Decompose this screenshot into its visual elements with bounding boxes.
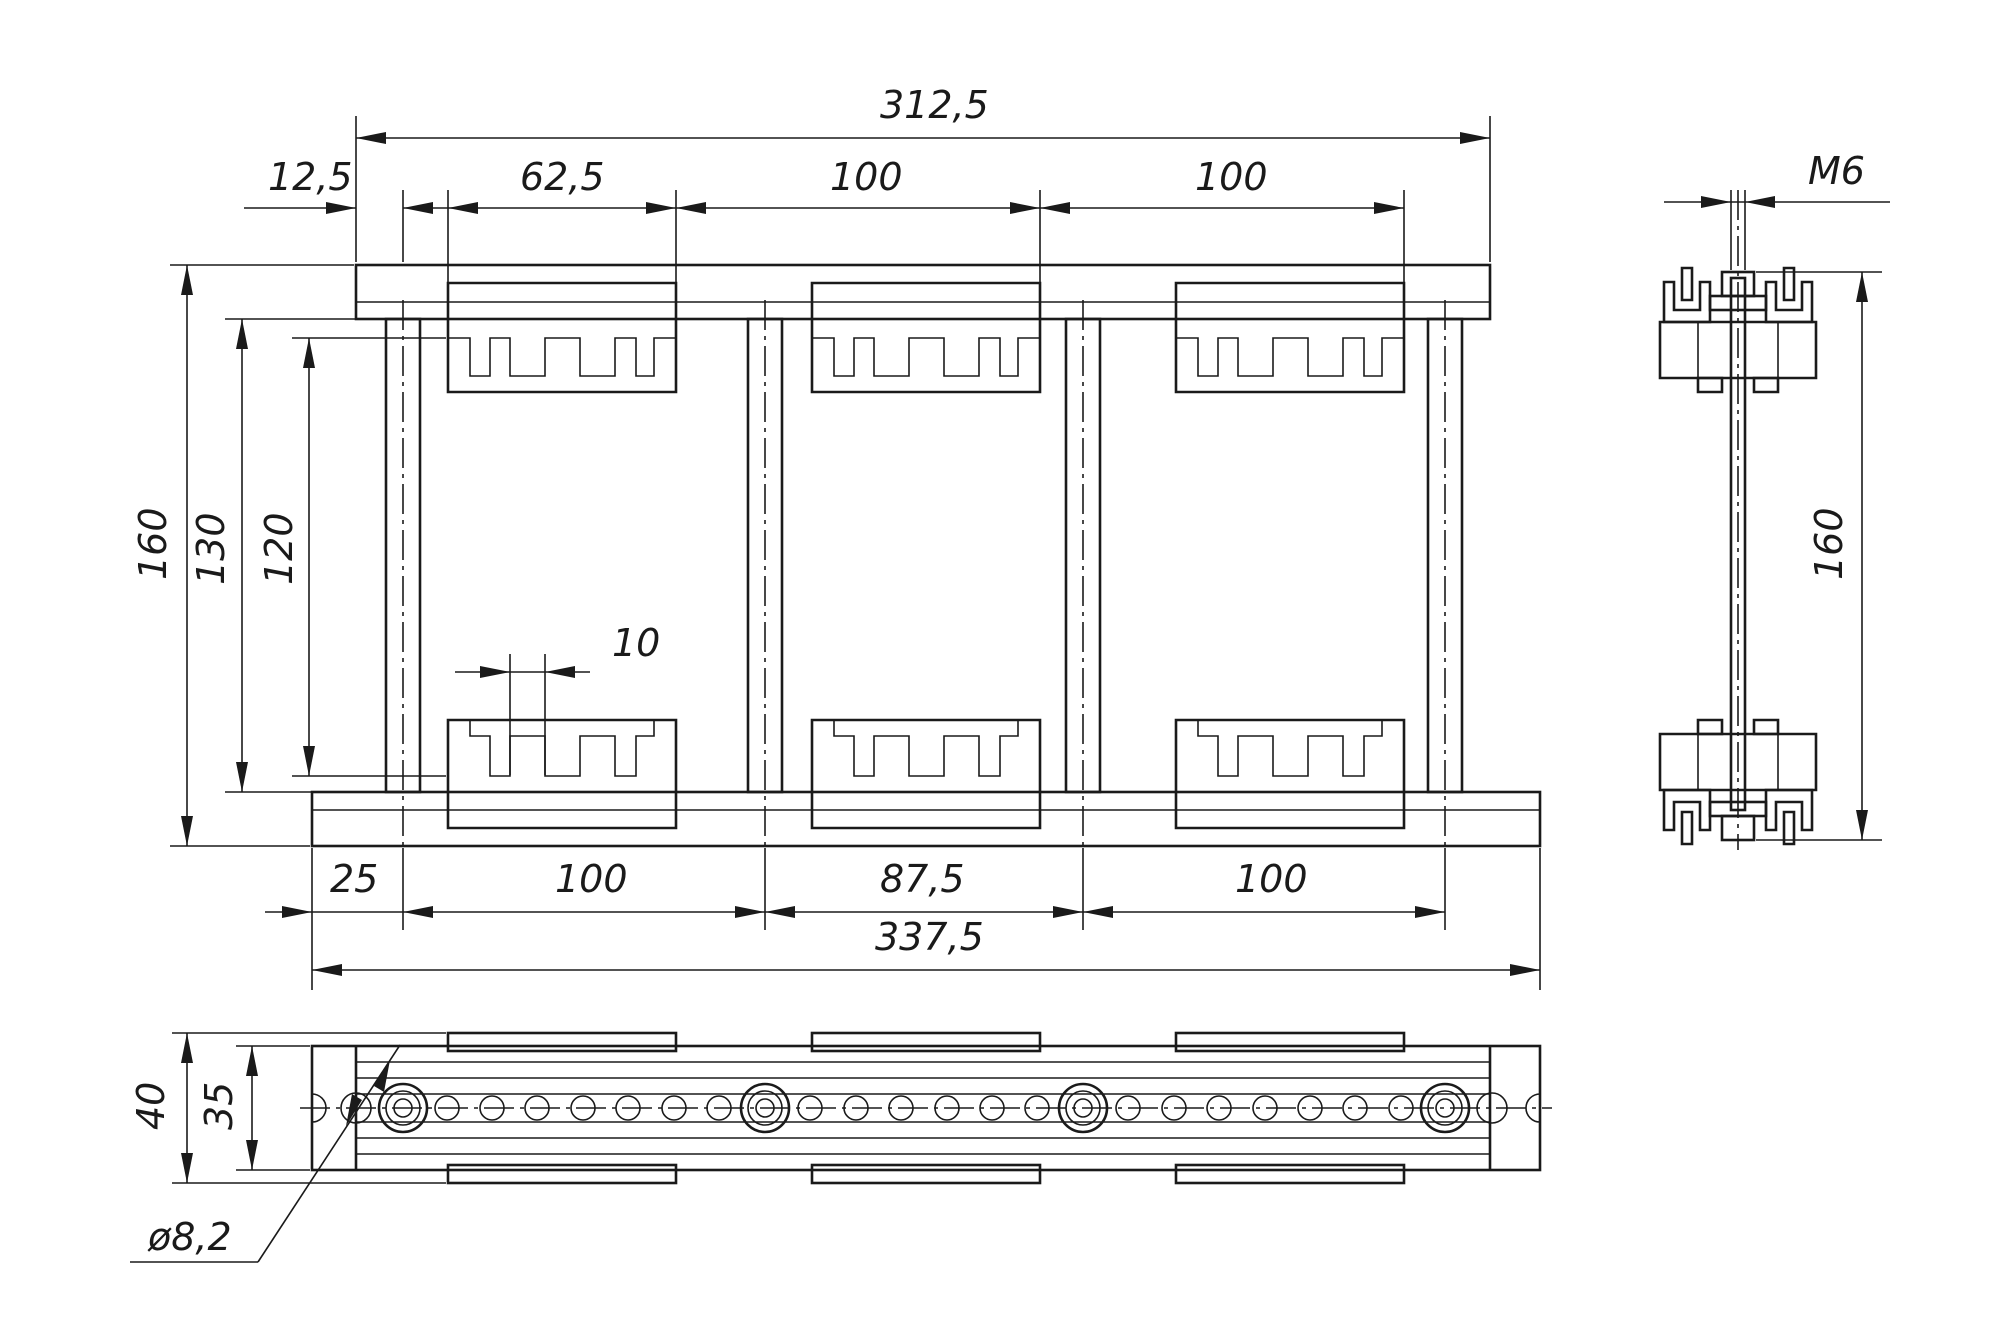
dim-130: 130 — [189, 512, 233, 585]
dim-35: 35 — [197, 1082, 241, 1130]
dim-25: 25 — [330, 857, 378, 901]
dim-337-5: 337,5 — [875, 915, 984, 959]
dim-160-front: 160 — [131, 507, 175, 580]
bolt-heads — [377, 1082, 1471, 1134]
top-view — [300, 1031, 1552, 1185]
dim-100-third: 100 — [1195, 155, 1268, 199]
dim-100-second: 100 — [830, 155, 903, 199]
vertical-posts — [384, 300, 1464, 846]
dim-100-base-1: 100 — [555, 857, 628, 901]
dim-12-5: 12,5 — [268, 155, 353, 199]
dim-m6: M6 — [1808, 149, 1865, 193]
front-dimensions: 312,5 12,5 62,5 100 100 160 — [131, 83, 1541, 990]
top-dimensions: 40 35 ø8,2 — [129, 1032, 446, 1263]
dim-87-5: 87,5 — [880, 857, 965, 901]
dim-62-5: 62,5 — [520, 155, 605, 199]
dim-120: 120 — [257, 512, 301, 585]
dim-10: 10 — [612, 621, 660, 665]
bottom-comb-holders — [446, 718, 1406, 830]
dim-312-5: 312,5 — [880, 83, 989, 127]
side-view — [1658, 190, 1818, 850]
side-dimensions: M6 160 — [1664, 149, 1890, 841]
dim-hole-diameter: ø8,2 — [147, 1215, 232, 1259]
front-view — [310, 263, 1542, 848]
dim-100-base-3: 100 — [1235, 857, 1308, 901]
top-comb-holders — [446, 281, 1406, 394]
top-rail — [354, 263, 1492, 321]
dim-160-side: 160 — [1807, 507, 1851, 580]
base-plate — [310, 790, 1542, 848]
dim-40: 40 — [129, 1082, 173, 1130]
holes-row — [340, 1092, 1508, 1124]
